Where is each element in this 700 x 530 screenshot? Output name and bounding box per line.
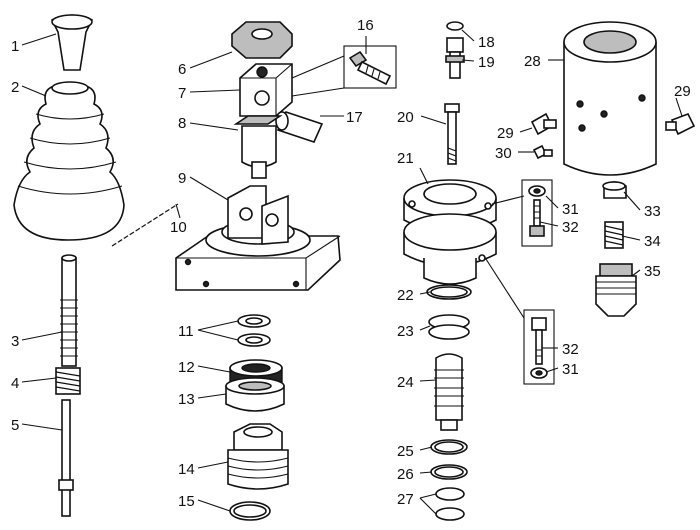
part-23-o-rings: [428, 314, 470, 340]
label-part-13: 13: [178, 391, 195, 408]
label-part-26: 26: [397, 466, 414, 483]
label-part-32-lower: 32: [562, 341, 579, 358]
label-part-29-right: 29: [674, 83, 691, 100]
part-10-wire: [111, 203, 179, 247]
part-5-pin: [58, 399, 74, 517]
label-part-34: 34: [644, 233, 661, 250]
part-15-o-ring: [229, 501, 271, 521]
part-17-pin: [275, 111, 324, 143]
part-9-bracket-base: [175, 185, 341, 291]
label-part-16: 16: [357, 17, 374, 34]
part-13-bushing: [225, 377, 285, 412]
label-part-33: 33: [644, 203, 661, 220]
part-21-valve-body: [403, 179, 497, 285]
label-part-31-upper: 31: [562, 201, 579, 218]
part-19-plunger: [445, 37, 465, 79]
label-part-8: 8: [178, 115, 186, 132]
part-20-valve-stem: [444, 103, 460, 165]
part-26-o-ring: [430, 464, 468, 480]
label-part-15: 15: [178, 493, 195, 510]
part-22-o-ring: [426, 284, 472, 300]
label-part-10: 10: [170, 219, 187, 236]
parts-31-32-lower-detail: [523, 309, 555, 385]
part-6-hex-nut: [231, 21, 293, 59]
part-11-washers: [237, 314, 271, 347]
part-4-spring: [55, 367, 81, 395]
part-16-bolt-detail: [343, 45, 397, 89]
part-2-rubber-boot: [13, 81, 125, 241]
label-part-21: 21: [397, 150, 414, 167]
part-29-plug-right: [665, 112, 696, 136]
label-part-32-upper: 32: [562, 219, 579, 236]
part-7-clevis-block: [239, 63, 293, 117]
label-part-6: 6: [178, 61, 186, 78]
label-part-5: 5: [11, 417, 19, 434]
part-35-fitting: [595, 263, 637, 317]
part-25-o-ring: [430, 439, 468, 455]
parts-31-32-upper-detail: [521, 179, 553, 247]
label-part-24: 24: [397, 374, 414, 391]
label-part-22: 22: [397, 287, 414, 304]
part-18-ring: [446, 21, 464, 31]
part-labels: 1 2 3 4 5 6 7 8 9 10 11 12 13 14 15 16 1…: [11, 17, 691, 510]
part-3-rod: [60, 254, 78, 367]
label-part-14: 14: [178, 461, 195, 478]
label-part-7: 7: [178, 85, 186, 102]
label-part-28: 28: [524, 53, 541, 70]
part-30-small-plug: [532, 144, 553, 160]
label-part-27: 27: [397, 491, 414, 508]
label-part-17: 17: [346, 109, 363, 126]
label-part-23: 23: [397, 323, 414, 340]
label-part-2: 2: [11, 79, 19, 96]
part-8-cap: [233, 115, 283, 179]
leader-lines: [21, 29, 683, 515]
label-part-30: 30: [495, 145, 512, 162]
label-part-4: 4: [11, 375, 19, 392]
part-1-knob: [50, 14, 94, 71]
label-part-25: 25: [397, 443, 414, 460]
label-part-29-left: 29: [497, 125, 514, 142]
label-part-35: 35: [644, 263, 661, 280]
label-part-20: 20: [397, 109, 414, 126]
label-part-18: 18: [478, 34, 495, 51]
part-29-plug-left: [530, 112, 557, 136]
part-34-spring: [604, 221, 624, 249]
label-part-11: 11: [178, 323, 194, 340]
part-28-housing: [563, 21, 657, 176]
label-part-3: 3: [11, 333, 19, 350]
label-part-9: 9: [178, 170, 186, 187]
part-27-o-rings: [435, 487, 465, 521]
part-14-threaded-housing: [227, 423, 289, 490]
label-part-12: 12: [178, 359, 195, 376]
label-part-19: 19: [478, 54, 495, 71]
label-part-31-lower: 31: [562, 361, 579, 378]
label-part-1: 1: [11, 38, 19, 55]
part-24-spool: [434, 353, 464, 431]
part-33-cap-nut: [602, 181, 627, 199]
